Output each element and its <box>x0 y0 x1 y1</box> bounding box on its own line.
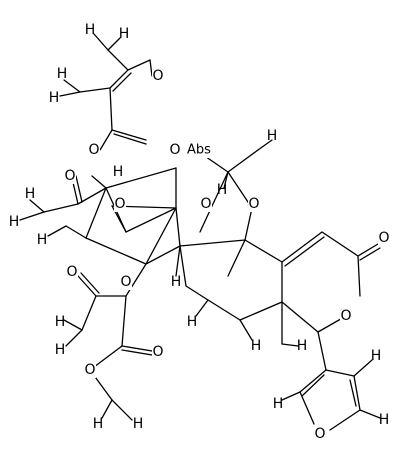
hydrogen-label: H <box>133 416 144 432</box>
hydrogen-label: H <box>55 342 66 358</box>
atom-o-lactone-ring: O <box>340 308 351 324</box>
hydrogen-label: H <box>85 22 96 38</box>
atom-o-acetyl-left: O <box>64 168 75 184</box>
hydrogen-label: H <box>49 90 60 106</box>
hydrogen-label: H <box>267 128 278 144</box>
label-masks <box>64 68 390 442</box>
hydrogen-label: H <box>273 396 284 412</box>
hydrogen-label: H <box>371 348 382 364</box>
atom-o-orthoester-left: O <box>200 196 211 212</box>
hydrogen-label: H <box>379 412 390 428</box>
hydrogen-label: H <box>93 416 104 432</box>
hydrogen-label: H <box>119 26 130 42</box>
hydrogen-label: H <box>187 314 198 330</box>
bond-layer <box>19 33 381 431</box>
hydrogen-label: H <box>113 164 124 180</box>
stereo-abs-label: Abs <box>187 143 211 158</box>
atom-o-methyl-ester-carbonyl: O <box>152 344 163 360</box>
atom-o-methyl-ester: O <box>84 362 95 378</box>
atom-o-tiglate-carbonyl: O <box>152 68 163 84</box>
atom-o-tiglate-ester: O <box>88 142 99 158</box>
atom-o-orthoester-top: O <box>169 142 180 158</box>
hydrogen-label: H <box>37 232 48 248</box>
atom-labels: O O O O O O O O O O O O O O Abs <box>64 68 389 442</box>
hydrogen-label: H <box>217 182 228 198</box>
hydrogen-label: H <box>9 214 20 230</box>
atom-o-lactone-carbonyl: O <box>378 230 389 246</box>
hydrogen-label: H <box>25 186 36 202</box>
atom-o-acetate-bridge: O <box>120 274 131 290</box>
atom-o-epoxide: O <box>114 196 125 212</box>
atom-o-furan: O <box>314 426 325 442</box>
hydrogen-label: H <box>251 338 262 354</box>
atom-o-orthoester-right: O <box>248 196 259 212</box>
hydrogen-label: H <box>55 314 66 330</box>
hydrogen-labels: H H H H H H H H H H H H H H H H H H H H … <box>9 22 390 432</box>
atom-o-acetate-carbonyl: O <box>66 264 77 280</box>
hydrogen-label: H <box>57 66 68 82</box>
hydrogen-label: H <box>171 274 182 290</box>
hydrogen-label: H <box>297 338 308 354</box>
